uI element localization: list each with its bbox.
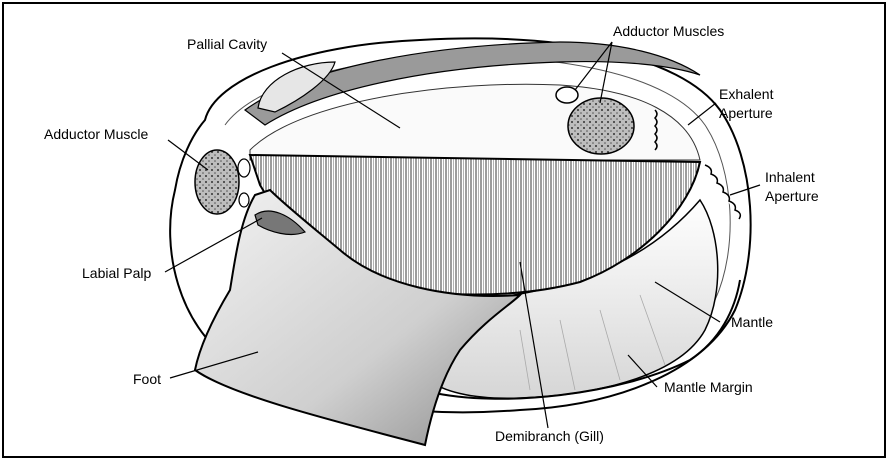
ganglion-2 — [239, 193, 249, 207]
label-mantle: Mantle — [731, 314, 773, 330]
ganglion-1 — [238, 159, 250, 177]
label-labial-palp: Labial Palp — [82, 265, 151, 281]
anterior-adductor-muscle — [195, 150, 239, 214]
label-adductor-muscle: Adductor Muscle — [44, 126, 148, 142]
label-adductor-muscles: Adductor Muscles — [613, 23, 724, 39]
label-exhalent-line1: Exhalent — [719, 86, 774, 102]
label-mantle-margin: Mantle Margin — [664, 379, 753, 395]
posterior-adductor-small — [556, 87, 578, 103]
label-pallial-cavity: Pallial Cavity — [187, 36, 267, 52]
label-inhalent-line2: Aperture — [765, 188, 819, 204]
label-foot: Foot — [133, 371, 161, 387]
label-exhalent-line2: Aperture — [719, 105, 773, 121]
posterior-adductor-large — [568, 98, 634, 154]
label-inhalent-line1: Inhalent — [765, 169, 815, 185]
label-demibranch: Demibranch (Gill) — [495, 428, 604, 444]
